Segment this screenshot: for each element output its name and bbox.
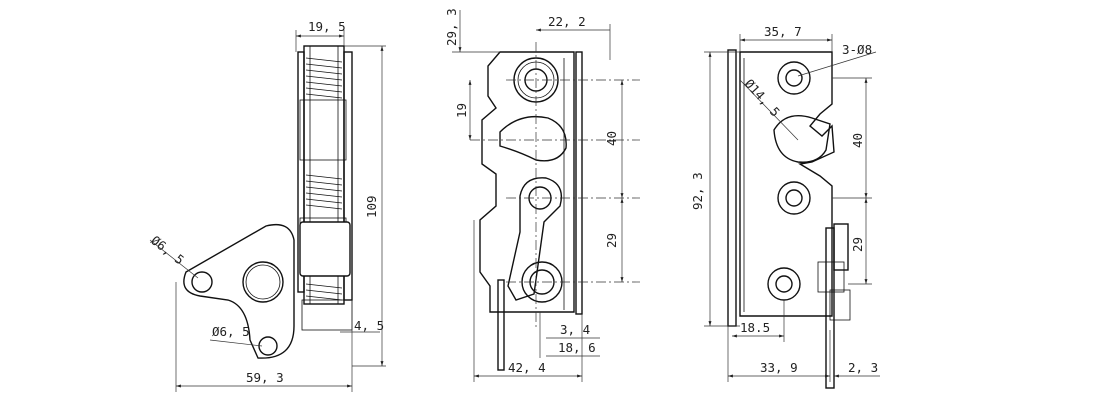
dim-front-pitch-40: 40 bbox=[604, 131, 619, 146]
dim-side-height: 109 bbox=[364, 195, 379, 218]
rear-hole-top bbox=[777, 61, 811, 95]
dim-side-hole-lower: Ø6, 5 bbox=[212, 324, 250, 339]
dim-side-overall-width: 59, 3 bbox=[246, 370, 284, 385]
dim-rear-height: 92, 3 bbox=[690, 172, 705, 210]
dim-front-tab-3-4: 3, 4 bbox=[560, 322, 590, 337]
side-view: 19, 5 109 4, 5 Ø6, 5 Ø6, 5 59, 3 bbox=[148, 19, 386, 392]
dim-rear-pitch-29: 29 bbox=[850, 237, 865, 252]
dim-front-pitch-29: 29 bbox=[604, 233, 619, 248]
dim-side-width-top: 19, 5 bbox=[308, 19, 346, 34]
dim-front-offset-19: 19 bbox=[454, 103, 469, 118]
dim-front-top-offset: 29, 3 bbox=[444, 8, 459, 46]
front-view: 22, 2 29, 3 19 40 29 3, 4 18, 6 42, 4 bbox=[444, 8, 640, 382]
lower-spring bbox=[305, 283, 343, 301]
dim-side-hole-upper: Ø6, 5 bbox=[148, 233, 187, 268]
dim-rear-pitch-40: 40 bbox=[850, 133, 865, 148]
upper-spring bbox=[305, 57, 343, 99]
middle-spring bbox=[305, 174, 343, 210]
dim-rear-holes: 3-Ø8 bbox=[842, 42, 872, 57]
dim-rear-offset-18-5: 18.5 bbox=[740, 320, 770, 335]
dim-rear-width-bottom: 33, 9 bbox=[760, 360, 798, 375]
dim-side-plate-thickness: 4, 5 bbox=[354, 318, 384, 333]
rear-large-opening bbox=[773, 115, 831, 163]
dim-rear-tab-2-3: 2, 3 bbox=[848, 360, 878, 375]
bracket-hub bbox=[242, 261, 284, 303]
dim-front-hole-x: 22, 2 bbox=[548, 14, 586, 29]
bracket-hole-upper bbox=[191, 271, 213, 293]
dim-front-width-total: 42, 4 bbox=[508, 360, 546, 375]
front-slot bbox=[507, 177, 563, 301]
dim-front-tab-18-6: 18, 6 bbox=[558, 340, 596, 355]
front-latch-notch bbox=[499, 115, 567, 162]
rear-hole-middle bbox=[777, 181, 811, 215]
mounting-bracket bbox=[183, 223, 295, 359]
rear-view: 35, 7 3-Ø8 Ø14, 5 92, 3 40 29 18.5 33, 9… bbox=[690, 24, 880, 389]
dim-rear-width-top: 35, 7 bbox=[764, 24, 802, 39]
